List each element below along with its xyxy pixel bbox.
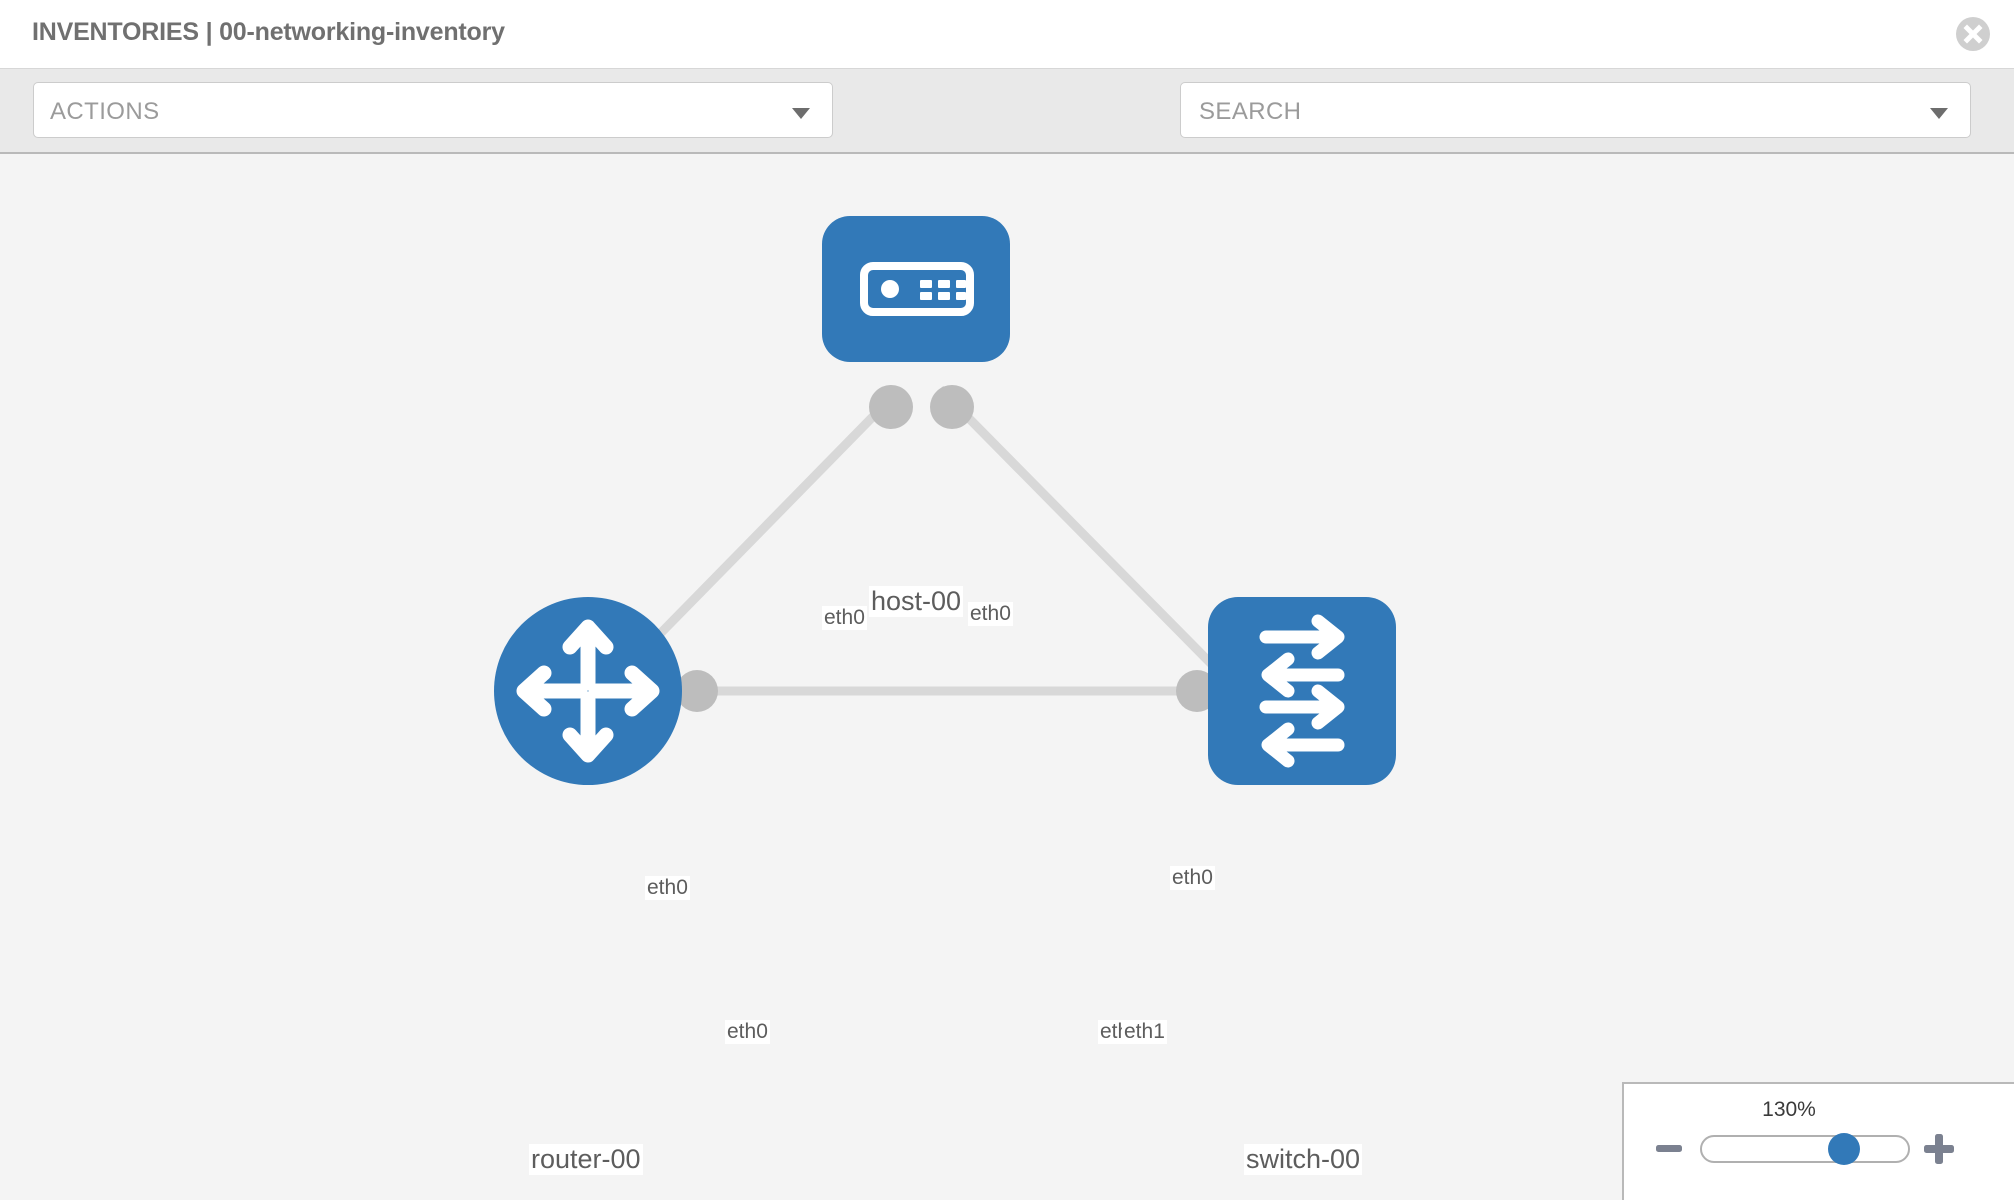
iface-label-switch-left-eth1: eth1 [1122,1020,1167,1044]
iface-label-host-right: eth0 [968,602,1013,626]
iface-label-router-up: eth0 [645,876,690,900]
node-router-00 [494,597,682,785]
toolbar: ACTIONS SEARCH [0,69,2014,193]
zoom-control-panel: 130% [1622,1082,2014,1200]
node-label-router-00: router-00 [529,1144,643,1175]
plus-icon[interactable] [1922,1132,1956,1166]
topology-canvas[interactable]: eth0 eth0 eth0 eth0 eth0 eth0 eth1 host-… [0,154,2014,1200]
zoom-slider-handle[interactable] [1828,1133,1860,1165]
iface-label-switch-up: eth0 [1170,866,1215,890]
chevron-down-icon [792,108,810,119]
close-icon[interactable] [1956,17,1990,51]
minus-icon[interactable] [1654,1134,1684,1164]
connector-switch-left [1176,670,1218,712]
connector-host-left [869,385,913,429]
node-label-switch-00: switch-00 [1244,1144,1363,1175]
page-header: INVENTORIES | 00-networking-inventory [0,0,2014,69]
page-title: INVENTORIES | 00-networking-inventory [32,18,505,46]
edge-host-switch [936,385,1242,695]
iface-label-router-right: eth0 [725,1020,770,1044]
node-host-00 [822,216,1010,362]
zoom-slider[interactable] [1700,1133,1910,1165]
connector-router-right [676,670,718,712]
iface-label-host-left: eth0 [822,606,867,630]
search-placeholder: SEARCH [1199,98,1302,125]
node-switch-00 [1208,597,1396,785]
topology-connectors [676,385,1258,712]
topology-graph [494,216,1396,785]
topology-edges [590,385,1300,696]
actions-dropdown-label: ACTIONS [50,98,160,125]
actions-dropdown[interactable]: ACTIONS [33,82,833,138]
zoom-percent-label: 130% [1762,1098,1816,1121]
node-label-host-00: host-00 [869,586,964,617]
search-input[interactable]: SEARCH [1180,82,1971,138]
connector-host-right [930,385,974,429]
chevron-down-icon[interactable] [1930,108,1948,119]
